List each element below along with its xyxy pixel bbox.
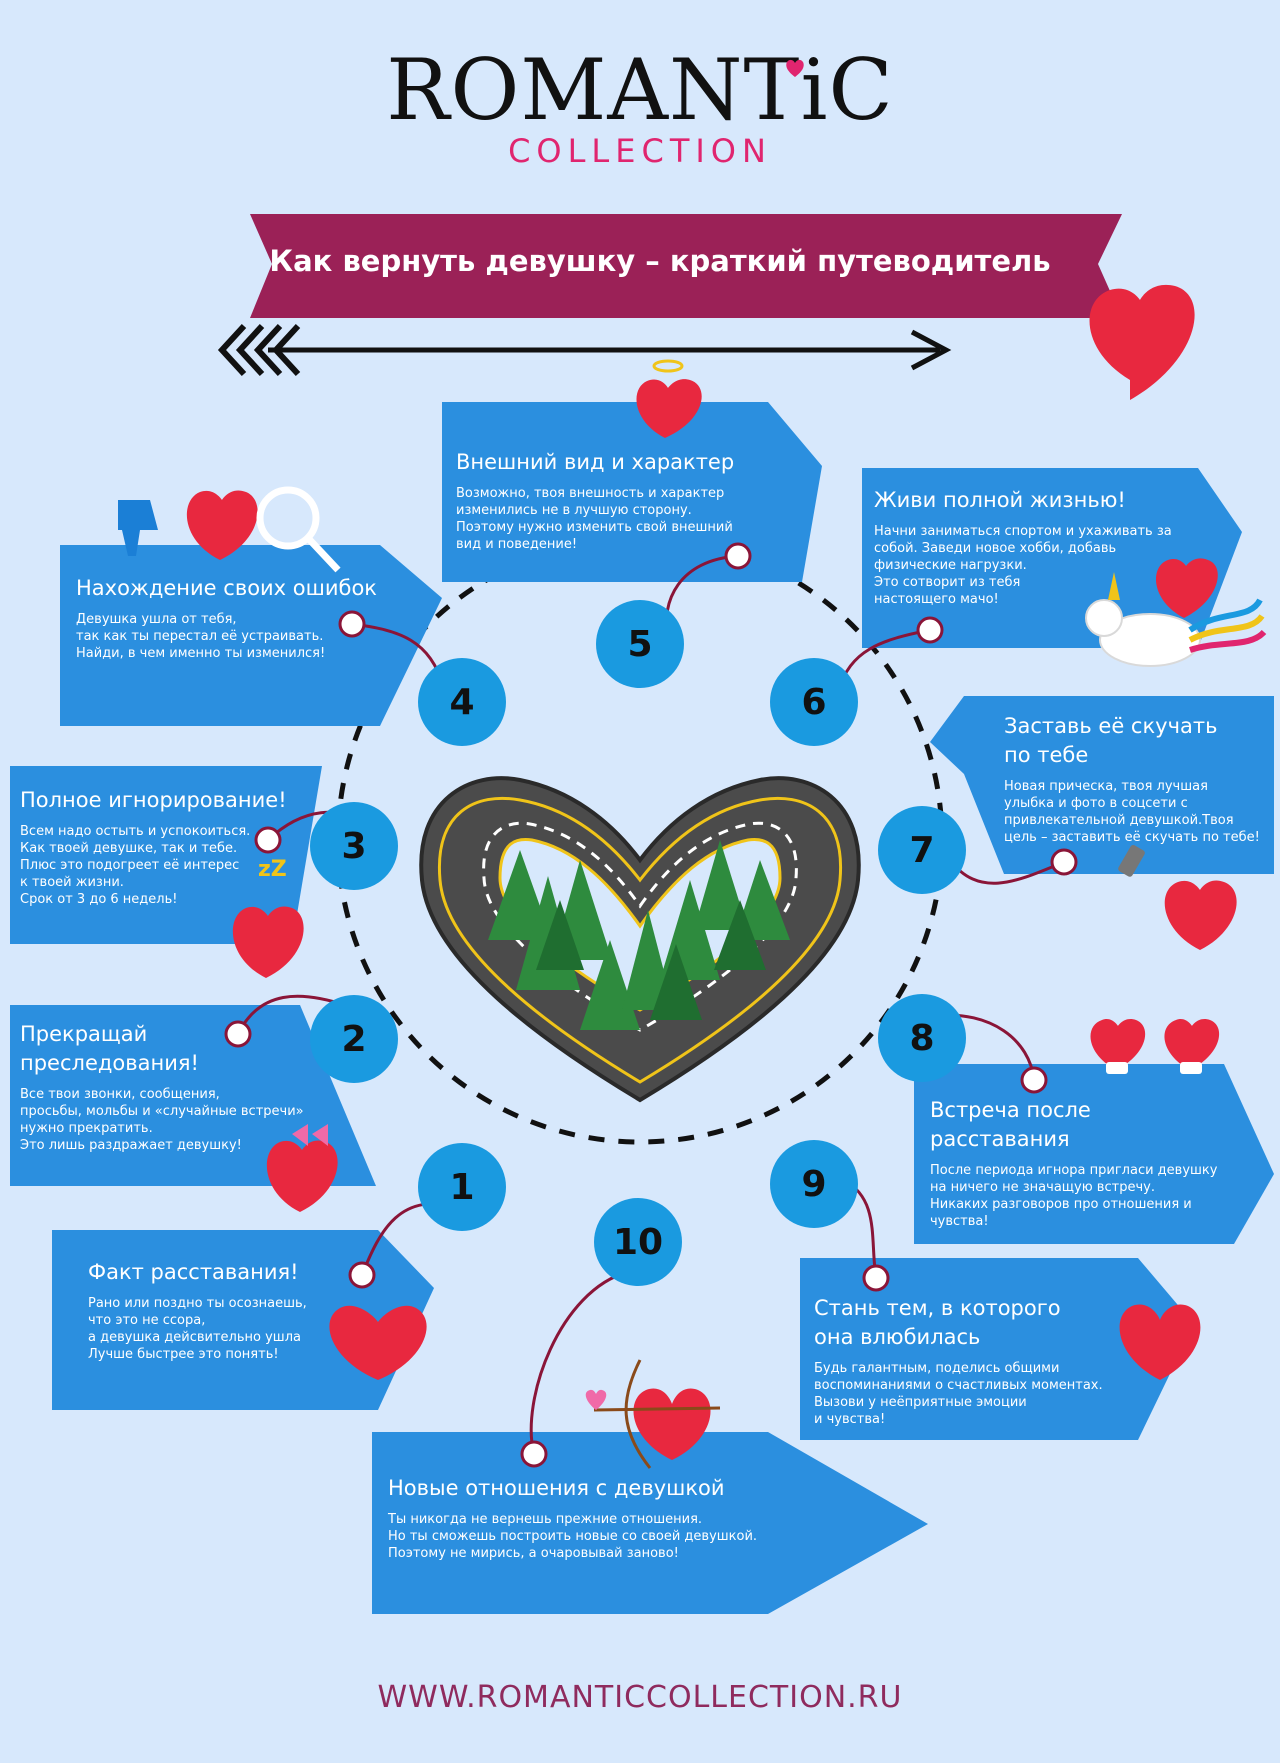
brand-logo: ROMANTiC — [386, 41, 894, 139]
step-card-6: Живи полной жизнью! Начни заниматься спо… — [874, 486, 1194, 608]
heart-unicorn-icon — [1156, 558, 1218, 618]
step-number-7: 7 — [878, 806, 966, 894]
step-number-6: 6 — [770, 658, 858, 746]
connector-rings — [224, 542, 1078, 1468]
step-title: Факт расставания! — [88, 1260, 299, 1284]
card-9-shape — [800, 1258, 1194, 1440]
step-card-3: Полное игнорирование! Всем надо остыть и… — [20, 786, 310, 908]
card-2-shape — [10, 1005, 376, 1186]
brand-subtitle: COLLECTION — [508, 132, 772, 170]
step-title: Нахождение своих ошибок — [76, 576, 377, 600]
step-text: Новая прическа, твоя лучшая улыбка и фот… — [1004, 779, 1260, 845]
card-7-shape — [930, 696, 1274, 874]
step-text: Начни заниматься спортом и ухаживать за … — [874, 524, 1172, 607]
step-card-10: Новые отношения с девушкой Ты никогда не… — [388, 1474, 788, 1562]
heart-waving-icon — [1089, 284, 1195, 400]
sleep-z-icon: zZ — [258, 857, 287, 882]
step-title: Живи полной жизнью! — [874, 488, 1126, 512]
heart-character-icons — [186, 284, 1237, 1460]
step-card-2: Прекращай преследования! Все твои звонки… — [20, 1020, 320, 1154]
heart-cupid-icon — [633, 1388, 711, 1460]
card-8-shape — [914, 1064, 1274, 1244]
step-number-4: 4 — [418, 658, 506, 746]
heart-magnifier-icon — [186, 490, 258, 560]
unicorn-icon — [1085, 572, 1267, 667]
step-number-10: 10 — [594, 1198, 682, 1286]
card-1-shape — [52, 1230, 434, 1410]
halo-icon — [652, 359, 684, 373]
step-card-5: Внешний вид и характер Возможно, твоя вн… — [456, 448, 796, 553]
page-title: Как вернуть девушку – краткий путеводите… — [269, 244, 1051, 278]
heart-crying-icon — [329, 1305, 427, 1380]
step-number-1: 1 — [418, 1143, 506, 1231]
step-number-5: 5 — [596, 600, 684, 688]
step-number-9: 9 — [770, 1140, 858, 1228]
step-title: Заставь её скучать по тебе — [1004, 714, 1218, 767]
step-text: Девушка ушла от тебя, так как ты переста… — [76, 612, 326, 661]
step-title: Новые отношения с девушкой — [388, 1476, 725, 1500]
step-card-4: Нахождение своих ошибок Девушка ушла от … — [76, 574, 416, 662]
heart-selfie-icon — [1164, 880, 1237, 950]
bow-arrow-icon — [593, 1359, 721, 1469]
heart-in-love-icon — [1119, 1304, 1201, 1380]
heart-coffee-icon-2 — [1164, 1019, 1220, 1070]
step-text: Будь галантным, поделись общими воспомин… — [814, 1361, 1103, 1427]
card-6-shape — [862, 468, 1242, 648]
step-number-8: 8 — [878, 994, 966, 1082]
heart-road-icon — [419, 776, 861, 1103]
heart-sleeping-icon — [232, 906, 304, 978]
thumbs-down-icon — [118, 500, 158, 556]
bow-icon — [292, 1124, 328, 1146]
step-title: Прекращай преследования! — [20, 1022, 199, 1075]
heart-coffee-icon — [1090, 1019, 1146, 1070]
step-title: Внешний вид и характер — [456, 450, 735, 474]
step-card-8: Встреча после расставания После периода … — [930, 1096, 1250, 1230]
card-3-shape — [10, 766, 322, 944]
heart-angel-icon — [636, 379, 702, 438]
card-10-shape — [372, 1432, 928, 1614]
step-text: Рано или поздно ты осознаешь, что это не… — [88, 1296, 307, 1362]
arrow-icon — [217, 323, 952, 377]
step-title: Полное игнорирование! — [20, 788, 287, 812]
magnifier-icon — [256, 486, 341, 573]
step-text: Ты никогда не вернешь прежние отношения.… — [388, 1512, 758, 1561]
logo-heart-icon — [786, 59, 804, 77]
title-banner — [250, 214, 1122, 318]
coffee-cup-icon — [1106, 1062, 1202, 1074]
step-card-9: Стань тем, в которого она влюбилась Будь… — [814, 1294, 1134, 1428]
card-4-shape — [60, 545, 442, 726]
step-card-1: Факт расставания! Рано или поздно ты осо… — [88, 1258, 378, 1363]
step-card-7: Заставь её скучать по тебе Новая прическ… — [1004, 712, 1272, 846]
step-number-2: 2 — [310, 995, 398, 1083]
step-text: Возможно, твоя внешность и характер изме… — [456, 486, 733, 552]
heart-bow-icon — [266, 1140, 338, 1212]
card-5-shape — [442, 402, 822, 582]
arrow-heart-tip-icon — [585, 1389, 607, 1410]
step-number-3: 3 — [310, 802, 398, 890]
phone-icon — [1118, 844, 1145, 877]
step-title: Встреча после расставания — [930, 1098, 1091, 1151]
step-text: После периода игнора пригласи девушку на… — [930, 1163, 1218, 1229]
step-text: Всем надо остыть и успокоиться. Как твое… — [20, 824, 251, 907]
step-title: Стань тем, в которого она влюбилась — [814, 1296, 1061, 1349]
website-link[interactable]: WWW.ROMANTICCOLLECTION.RU — [377, 1680, 903, 1715]
step-text: Все твои звонки, сообщения, просьбы, мол… — [20, 1087, 304, 1153]
